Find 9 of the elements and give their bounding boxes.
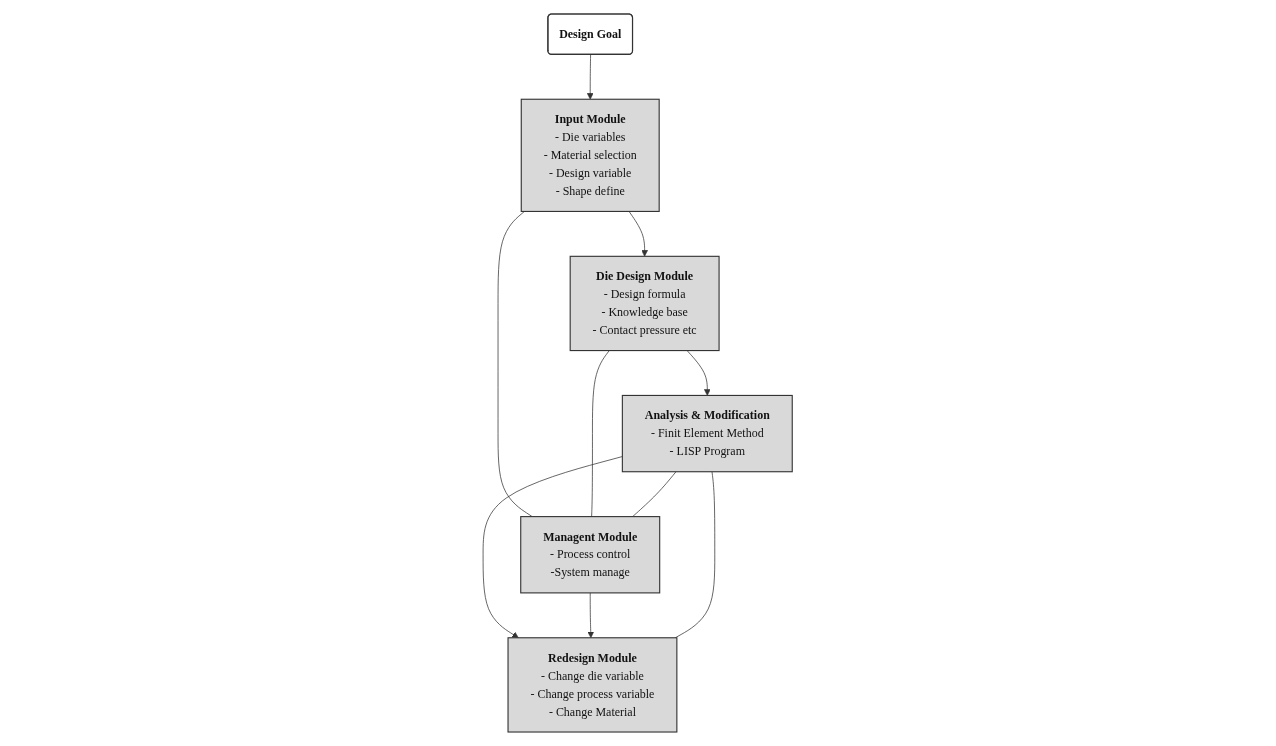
connector xyxy=(591,350,610,517)
node-box: Input Module - Die variables - Material selection - Design variable - Shape define xyxy=(521,98,661,212)
node-box: Managent Module - Process control -System manage xyxy=(520,516,661,594)
connector xyxy=(498,211,533,517)
node-box: Redesign Module - Change die variable - Change process variable - Change Material xyxy=(507,637,678,733)
node-box: Analysis & Modification - Finit Element Method - LISP Program xyxy=(622,394,794,473)
node-box: Die Design Module - Design formula - Knowledge base - Contact pressure etc xyxy=(569,255,720,352)
connector xyxy=(675,471,716,639)
connector xyxy=(632,471,677,517)
